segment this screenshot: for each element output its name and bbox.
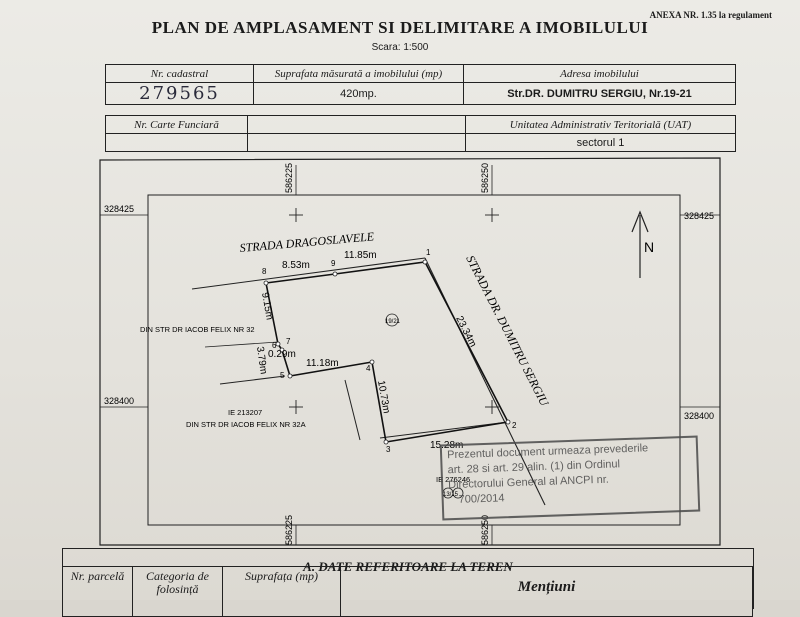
col-mentiuni: Mențiuni [340, 566, 753, 617]
cadastral-info-table: Nr. cadastral Suprafata măsurată a imobi… [105, 64, 736, 105]
grid-label-y-bottom-left: 328400 [104, 396, 134, 406]
uat-value: sectorul 1 [465, 133, 736, 152]
parcel-id-marker [385, 313, 399, 327]
plan-inner-frame [147, 194, 681, 526]
carte-funciara-table: Nr. Carte Funciară Unitatea Administrati… [105, 115, 736, 152]
dim-6-7: 0.29m [268, 349, 296, 360]
site-plan: 586225 586250 586225 586250 328425 32842… [99, 157, 721, 546]
document-title: PLAN DE AMPLASAMENT SI DELIMITARE A IMOB… [151, 18, 649, 37]
neighbour-west-top: DIN STR DR IACOB FELIX NR 32 [140, 325, 255, 334]
annex-label: ANEXA NR. 1.35 la regulament [649, 10, 772, 20]
point-label-7: 7 [286, 337, 291, 346]
col-categoria: Categoria de folosință [132, 566, 223, 617]
neighbour-line-a [219, 375, 286, 385]
grid-label-x-left-top: 586225 [284, 163, 294, 193]
point-label-6: 6 [272, 341, 277, 350]
neighbour-south-ie: IE 276246 [436, 475, 470, 484]
point-label-3: 3 [386, 445, 391, 454]
dim-7-5: 3.79m [254, 346, 269, 375]
adresa-value: Str.DR. DUMITRU SERGIU, Nr.19-21 [463, 82, 736, 105]
nr-cadastral-value: 279565 [139, 83, 220, 104]
grid-crosses [289, 208, 499, 414]
dim-9-1: 11.85m [344, 250, 377, 261]
dim-3-2: 15.28m [430, 440, 463, 451]
point-label-9: 9 [331, 259, 336, 268]
parcel-boundary [265, 261, 510, 443]
grid-label-x-right-top: 586250 [480, 163, 490, 193]
north-label: N [644, 239, 654, 255]
grid-label-y-bottom-right: 328400 [684, 411, 714, 421]
street-line-north [191, 257, 426, 290]
north-arrow-icon [631, 210, 649, 278]
grid-label-x-right-bottom: 586250 [480, 515, 490, 545]
parcel-id-label: 19/21 [385, 319, 401, 325]
dim-5-4: 11.18m [306, 358, 339, 369]
point-label-2: 2 [512, 421, 517, 430]
suprafata-label: Suprafata măsurată a imobilului (mp) [253, 64, 464, 83]
suprafata-value: 420mp. [253, 82, 464, 105]
neighbour-west-bottom-ie: IE 213207 [228, 408, 262, 417]
point-label-4: 4 [366, 364, 371, 373]
scale-label: Scara: 1:500 [371, 42, 429, 53]
plan-outer-frame [99, 157, 721, 546]
col-suprafata: Suprafața (mp) [222, 566, 341, 617]
col-nr-parcela: Nr. parcelă [62, 566, 133, 617]
street-name-east: STRADA DR. DUMITRU SERGIU [463, 253, 552, 409]
dim-8-9: 8.53m [282, 260, 310, 271]
land-data-table: Nr. parcelă Categoria de folosință Supra… [62, 566, 753, 617]
point-label-1: 1 [426, 248, 431, 257]
point-label-5: 5 [280, 371, 285, 380]
point-label-8: 8 [262, 267, 267, 276]
neighbour-south-id: 13/15 [443, 492, 459, 498]
dim-8-6: 9.15m [259, 292, 275, 321]
grid-label-y-top-right: 328425 [684, 211, 714, 221]
legal-stamp: Prezentul document urmeaza prevederile a… [439, 435, 701, 521]
neighbour-west-bottom: DIN STR DR IACOB FELIX NR 32A [186, 420, 306, 429]
parcel-vertices [263, 259, 511, 445]
dim-1-2: 23.34m [453, 314, 478, 349]
grid-label-y-top-left: 328425 [104, 204, 134, 214]
grid-label-x-left-bottom: 586225 [284, 515, 294, 545]
